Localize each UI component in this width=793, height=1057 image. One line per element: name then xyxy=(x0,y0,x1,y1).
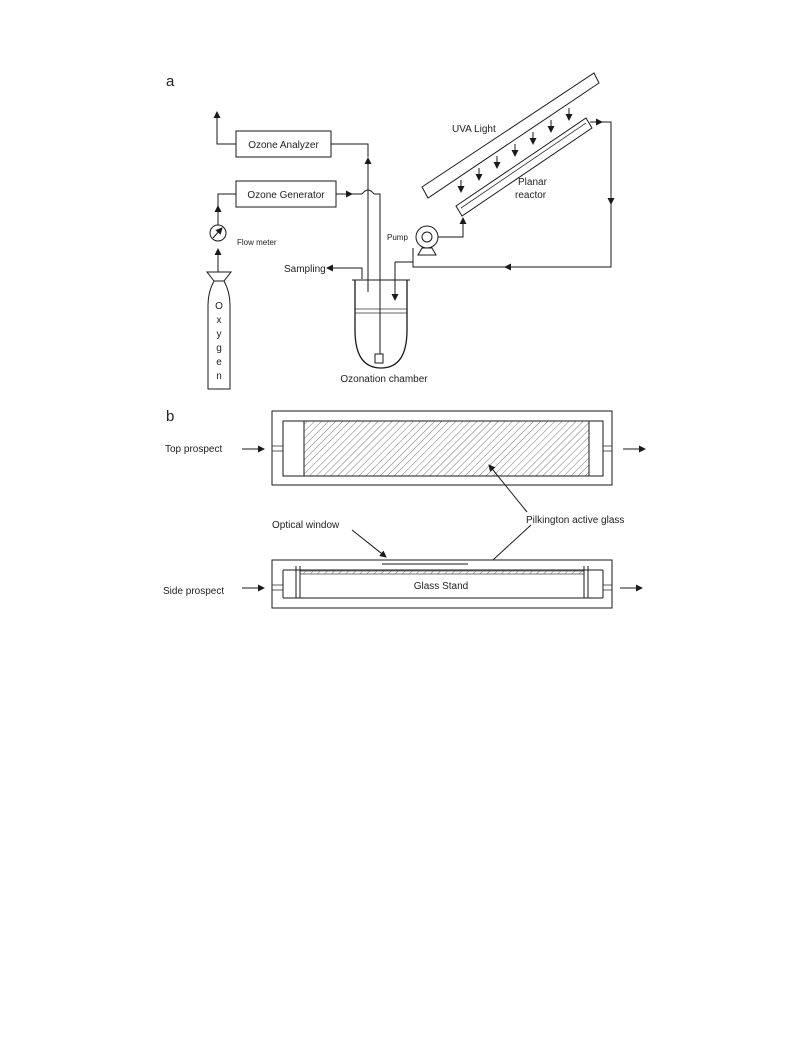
panel-b: b Top prospect Pilkington active glass O… xyxy=(163,408,646,609)
chamber-to-pump-line xyxy=(395,248,414,263)
pump-rotor xyxy=(421,231,433,243)
flow-meter-needle-icon xyxy=(212,227,223,239)
oxygen-letter-5: e xyxy=(216,357,222,368)
uva-light-label: UVA Light xyxy=(452,124,496,135)
oxygen-letter-4: g xyxy=(216,343,222,354)
cylinder-body xyxy=(207,280,231,390)
flow-meter-label: Flow meter xyxy=(237,238,277,247)
oxygen-cylinder: O x y g e n xyxy=(205,271,233,390)
planar-reactor-inner-line xyxy=(460,122,587,209)
analyzer-exhaust-arrow xyxy=(213,111,236,145)
pump-to-reactor-arrow xyxy=(438,217,467,238)
ozone-generator: Ozone Generator xyxy=(235,180,337,208)
ozone-generator-label: Ozone Generator xyxy=(247,190,325,201)
cylinder-valve xyxy=(205,271,233,282)
ozone-analyzer: Ozone Analyzer xyxy=(235,130,332,158)
pilkington-active-glass-label: Pilkington active glass xyxy=(526,515,624,526)
return-left-arrow xyxy=(504,204,612,271)
panel-a-letter: a xyxy=(166,73,175,90)
side-view-outer-frame xyxy=(271,559,613,609)
sampling-label: Sampling xyxy=(284,264,326,275)
oxygen-letter-1: O xyxy=(215,301,223,312)
ozone-analyzer-label: Ozone Analyzer xyxy=(248,140,319,151)
pilkington-glass-hatched xyxy=(303,420,590,477)
panel-b-letter: b xyxy=(166,408,174,425)
top-prospect-label: Top prospect xyxy=(165,444,222,455)
oxygen-letter-3: y xyxy=(217,329,222,340)
pump-base xyxy=(417,247,437,256)
oxygen-letter-2: x xyxy=(217,315,222,326)
generator-to-chamber-line xyxy=(352,189,381,292)
panel-a: a Ozone Analyzer Ozone Generator O x y g xyxy=(166,72,615,390)
return-to-chamber-line xyxy=(412,262,505,268)
flowmeter-to-generator-line xyxy=(217,193,236,206)
reactor-outlet-line xyxy=(602,121,612,205)
pump-label: Pump xyxy=(387,233,408,242)
glass-stand-label: Glass Stand xyxy=(414,581,468,592)
sampling-arrow xyxy=(326,264,363,279)
chamber-vessel xyxy=(354,280,408,369)
uva-lamp: UVA Light xyxy=(421,72,600,199)
pilkington-pointer-top xyxy=(488,464,528,513)
ozonation-chamber: Ozonation chamber xyxy=(340,279,428,385)
pump: Pump xyxy=(387,225,439,256)
top-view: Top prospect xyxy=(165,410,646,486)
diffuser-stone xyxy=(374,353,384,364)
ozone-generator-box xyxy=(235,180,337,208)
uva-lamp-bar xyxy=(421,72,600,199)
ozonation-chamber-label: Ozonation chamber xyxy=(340,374,428,385)
reactor-label: reactor xyxy=(515,190,547,201)
side-prospect-label: Side prospect xyxy=(163,586,224,597)
analyzer-return-line xyxy=(331,143,369,157)
flow-meter: Flow meter xyxy=(209,224,277,247)
optical-window-label: Optical window xyxy=(272,520,340,531)
side-view: Glass Stand Side prospect xyxy=(163,559,643,609)
planar-label: Planar xyxy=(518,177,548,188)
planar-reactor: Planar reactor xyxy=(455,117,593,217)
optical-window-pointer xyxy=(351,529,387,558)
oxygen-letter-6: n xyxy=(216,371,222,382)
side-glass-layer xyxy=(299,570,585,575)
